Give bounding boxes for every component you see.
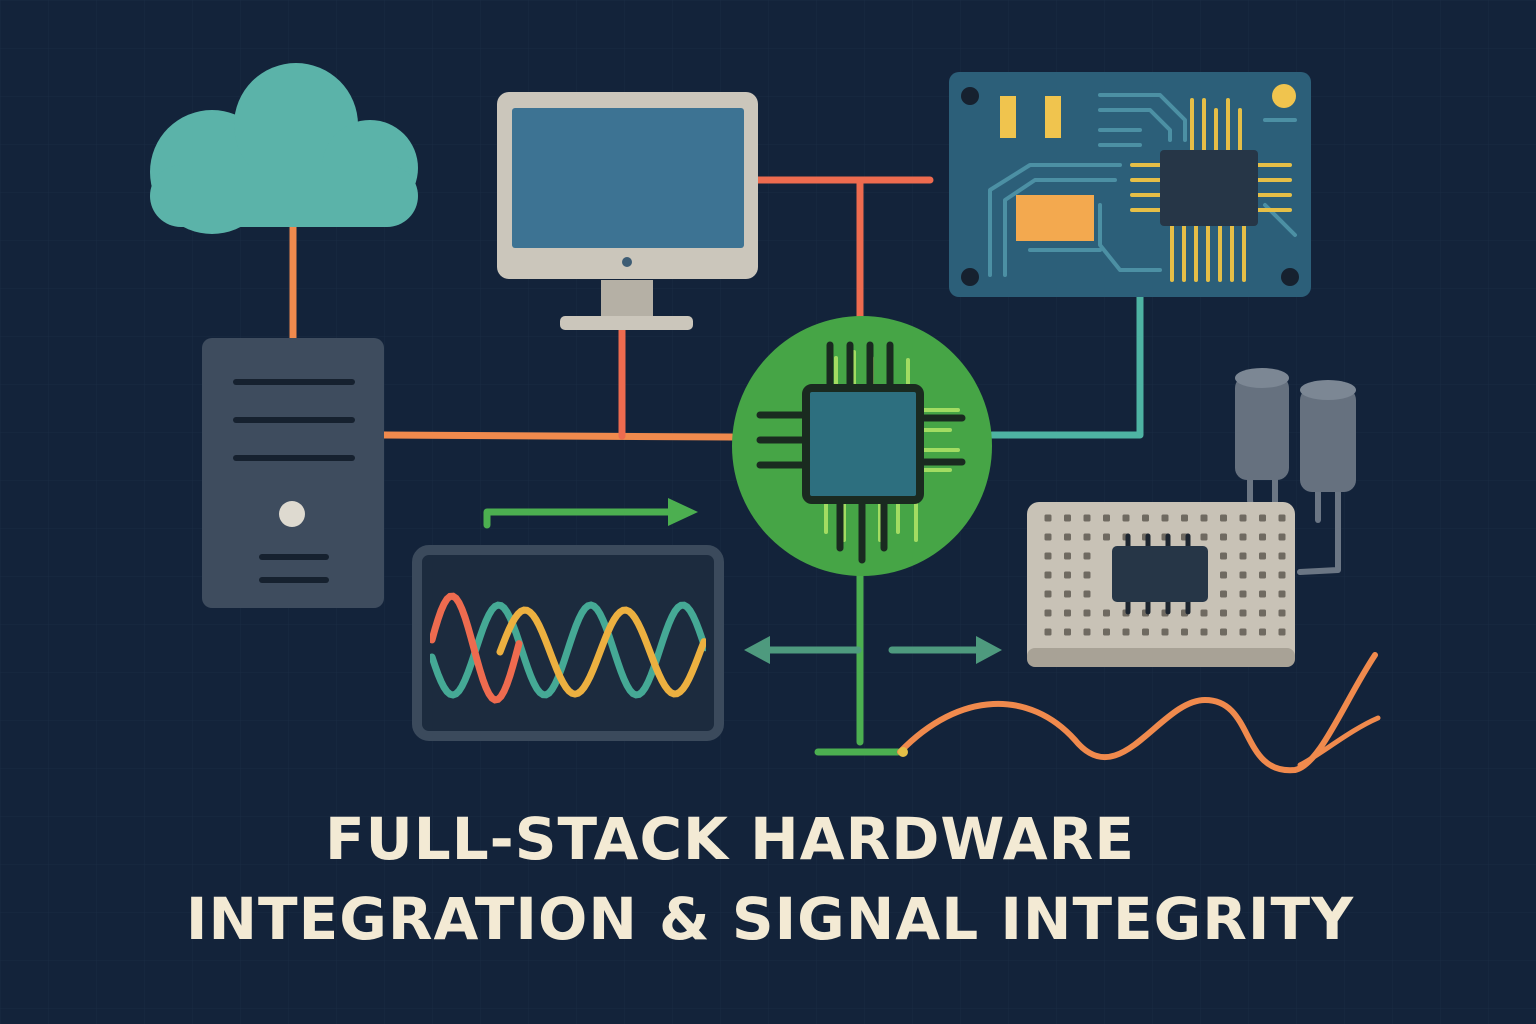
microchip-icon: [732, 316, 992, 576]
breadboard-hole: [1161, 628, 1169, 636]
breadboard-hole: [1278, 514, 1286, 522]
breadboard-icon: [1027, 502, 1295, 667]
wire-hub-to-pcb: [988, 293, 1144, 439]
breadboard-hole: [1083, 514, 1091, 522]
breadboard-hole: [1122, 628, 1130, 636]
arrow-right-icon: [976, 636, 1002, 664]
breadboard-hole: [1103, 514, 1110, 522]
cloud-icon: [150, 63, 418, 234]
breadboard-hole: [1103, 628, 1110, 636]
breadboard-hole: [1278, 609, 1286, 617]
breadboard-hole: [1122, 514, 1130, 522]
breadboard-hole: [1200, 533, 1208, 541]
breadboard-hole: [1083, 590, 1091, 598]
breadboard-hole: [1044, 590, 1052, 598]
breadboard-hole: [1220, 609, 1227, 617]
breadboard-hole: [1064, 590, 1071, 598]
breadboard-hole: [1259, 628, 1266, 636]
breadboard-hole: [1239, 552, 1247, 560]
breadboard-hole: [1220, 590, 1227, 598]
signal-wave-tail: [1297, 715, 1381, 768]
breadboard-hole: [1064, 609, 1071, 617]
breadboard-hole: [1278, 571, 1286, 579]
breadboard-hole: [1278, 628, 1286, 636]
wire-scope-signal: [483, 508, 674, 529]
breadboard-hole: [1239, 609, 1247, 617]
breadboard-hole: [1239, 533, 1247, 541]
signal-node-icon: [898, 747, 908, 757]
breadboard-hole: [1239, 514, 1247, 522]
signal-waveform: [897, 652, 1381, 774]
breadboard-hole: [1044, 552, 1052, 560]
breadboard-hole: [1064, 628, 1071, 636]
breadboard-hole: [1064, 571, 1071, 579]
breadboard-hole: [1064, 552, 1071, 560]
breadboard-hole: [1220, 552, 1227, 560]
breadboard-hole: [1278, 590, 1286, 598]
power-button-icon: [279, 501, 305, 527]
breadboard-hole: [1278, 533, 1286, 541]
breadboard-hole: [1220, 533, 1227, 541]
breadboard-hole: [1044, 628, 1052, 636]
breadboard-hole: [1044, 609, 1052, 617]
breadboard-hole: [1083, 552, 1091, 560]
led-icon: [1272, 84, 1296, 108]
breadboard-hole: [1083, 628, 1091, 636]
title-line-1: FULL-STACK HARDWARE: [325, 805, 1135, 873]
breadboard-hole: [1239, 571, 1247, 579]
breadboard-hole: [1103, 533, 1110, 541]
waveform-red: [430, 592, 523, 704]
breadboard-hole: [1083, 609, 1091, 617]
ic-chip-icon: [1112, 546, 1208, 602]
breadboard-hole: [1200, 628, 1208, 636]
breadboard-hole: [1259, 571, 1266, 579]
breadboard-hole: [1259, 533, 1266, 541]
circuit-board-icon: [949, 72, 1311, 297]
arrow-heads: [668, 498, 1002, 664]
breadboard-hole: [1044, 571, 1052, 579]
breadboard-hole: [1259, 514, 1266, 522]
breadboard-hole: [1239, 628, 1247, 636]
breadboard-hole: [1142, 628, 1149, 636]
breadboard-hole: [1083, 533, 1091, 541]
waveform-yellow: [496, 606, 706, 698]
breadboard-hole: [1181, 514, 1188, 522]
breadboard-hole: [1278, 552, 1286, 560]
pcb-chip-icon: [1160, 150, 1258, 226]
monitor-icon: [497, 92, 758, 330]
breadboard-hole: [1200, 514, 1208, 522]
breadboard-hole: [1239, 590, 1247, 598]
breadboard-hole: [1220, 571, 1227, 579]
breadboard-hole: [1161, 514, 1169, 522]
connection-wires: [289, 176, 1144, 756]
breadboard-hole: [1083, 571, 1091, 579]
arrow-left-icon: [744, 636, 770, 664]
breadboard-hole: [1220, 628, 1227, 636]
breadboard-hole: [1103, 609, 1110, 617]
title-line-2: INTEGRATION & SIGNAL INTEGRITY: [185, 885, 1355, 953]
breadboard-hole: [1200, 609, 1208, 617]
server-tower-icon: [202, 338, 384, 608]
breadboard-hole: [1259, 552, 1266, 560]
breadboard-hole: [1142, 514, 1149, 522]
breadboard-hole: [1064, 533, 1071, 541]
arrow-right-icon: [668, 498, 698, 526]
breadboard-hole: [1044, 533, 1052, 541]
breadboard-hole: [1181, 628, 1188, 636]
breadboard-hole: [1259, 590, 1266, 598]
pcb-component-icon: [1016, 195, 1094, 241]
breadboard-hole: [1220, 514, 1227, 522]
waveform-teal: [430, 601, 706, 699]
wire-server-to-hub: [380, 431, 736, 441]
oscilloscope-icon: [412, 545, 724, 741]
breadboard-hole: [1259, 609, 1266, 617]
breadboard-hole: [1064, 514, 1071, 522]
breadboard-hole: [1044, 514, 1052, 522]
